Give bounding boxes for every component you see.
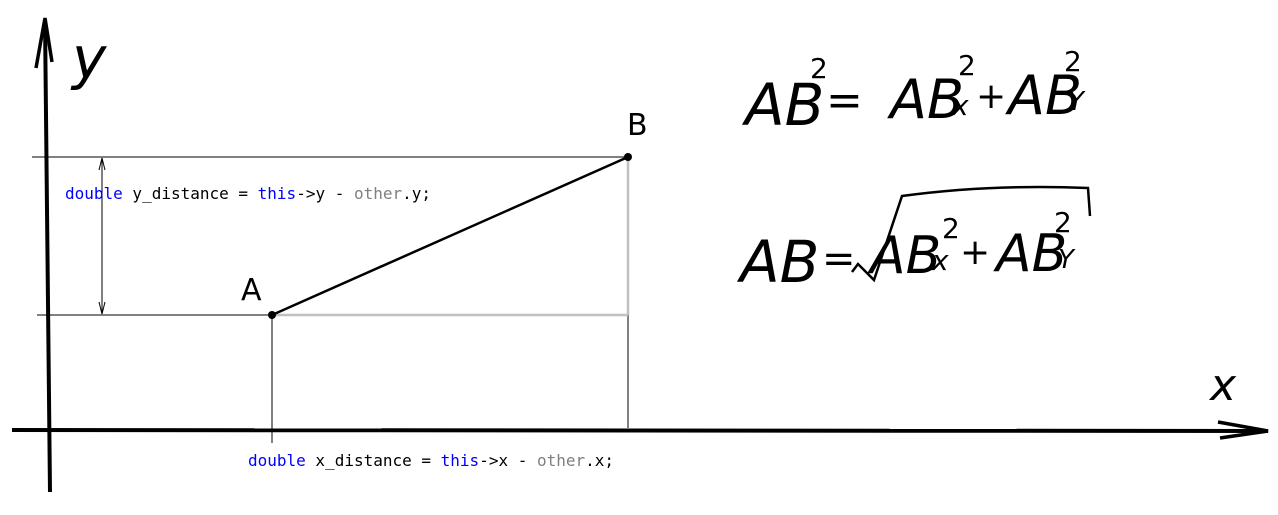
formula1-lhs-exponent: 2	[810, 52, 828, 85]
point-b	[624, 153, 632, 161]
point-a	[268, 311, 276, 319]
formula1-term2: AB	[1005, 64, 1082, 127]
formula1-term2-sub: Y	[1068, 87, 1086, 117]
formula2-term2-sub: Y	[1058, 245, 1076, 275]
x-code-tail: .x;	[585, 451, 615, 470]
x-code-var: x_distance =	[305, 451, 441, 470]
y-distance-code: double y_distance = this->y - other.y;	[65, 185, 431, 203]
formula1-term2-exponent: 2	[1064, 45, 1082, 78]
formula-squared: AB 2 = AB x 2 + AB Y 2	[741, 45, 1086, 139]
formula2-term1-exponent: 2	[942, 212, 960, 245]
point-a-label: A	[241, 273, 262, 308]
y-code-arrow: ->y -	[296, 184, 354, 203]
segment-ab	[271, 155, 629, 317]
formula1-lhs: AB	[741, 71, 824, 139]
formula2-plus: +	[960, 232, 990, 273]
y-axis	[43, 19, 52, 493]
y-code-var: y_distance =	[122, 184, 258, 203]
formula1-equals: =	[826, 75, 863, 126]
square-root-sign	[851, 185, 1092, 283]
formula-root: AB = AB x 2 + AB Y 2	[736, 185, 1092, 296]
formula2-equals: =	[822, 236, 856, 282]
x-code-arrow: ->x -	[479, 451, 537, 470]
y-axis-arrowhead	[34, 17, 54, 69]
formula1-term1-sub: x	[951, 89, 969, 122]
x-code-other: other	[536, 451, 586, 470]
formula2-term2-exponent: 2	[1054, 206, 1072, 239]
y-code-tail: .y;	[402, 184, 432, 203]
x-code-type: double	[248, 451, 306, 470]
formula1-plus: +	[976, 76, 1006, 117]
x-distance-code: double x_distance = this->x - other.x;	[248, 452, 614, 470]
y-dimension-arrow-top	[98, 157, 106, 171]
point-b-label: B	[627, 108, 648, 143]
y-dimension-arrow-bottom	[98, 301, 106, 315]
y-code-this: this	[257, 184, 297, 203]
formula2-term1: AB	[867, 226, 941, 286]
y-axis-label: y	[70, 24, 107, 92]
x-code-this: this	[440, 451, 480, 470]
formula2-term1-sub: x	[931, 244, 949, 277]
formula2-term2: AB	[993, 224, 1067, 284]
y-code-other: other	[353, 184, 403, 203]
formula1-term1-exponent: 2	[958, 49, 976, 82]
formula2-lhs: AB	[736, 228, 819, 296]
y-code-type: double	[65, 184, 123, 203]
formula1-term1: AB	[887, 68, 964, 131]
x-axis-label: x	[1208, 360, 1237, 411]
x-axis	[11, 428, 1269, 433]
x-axis-arrowhead	[1217, 420, 1269, 440]
